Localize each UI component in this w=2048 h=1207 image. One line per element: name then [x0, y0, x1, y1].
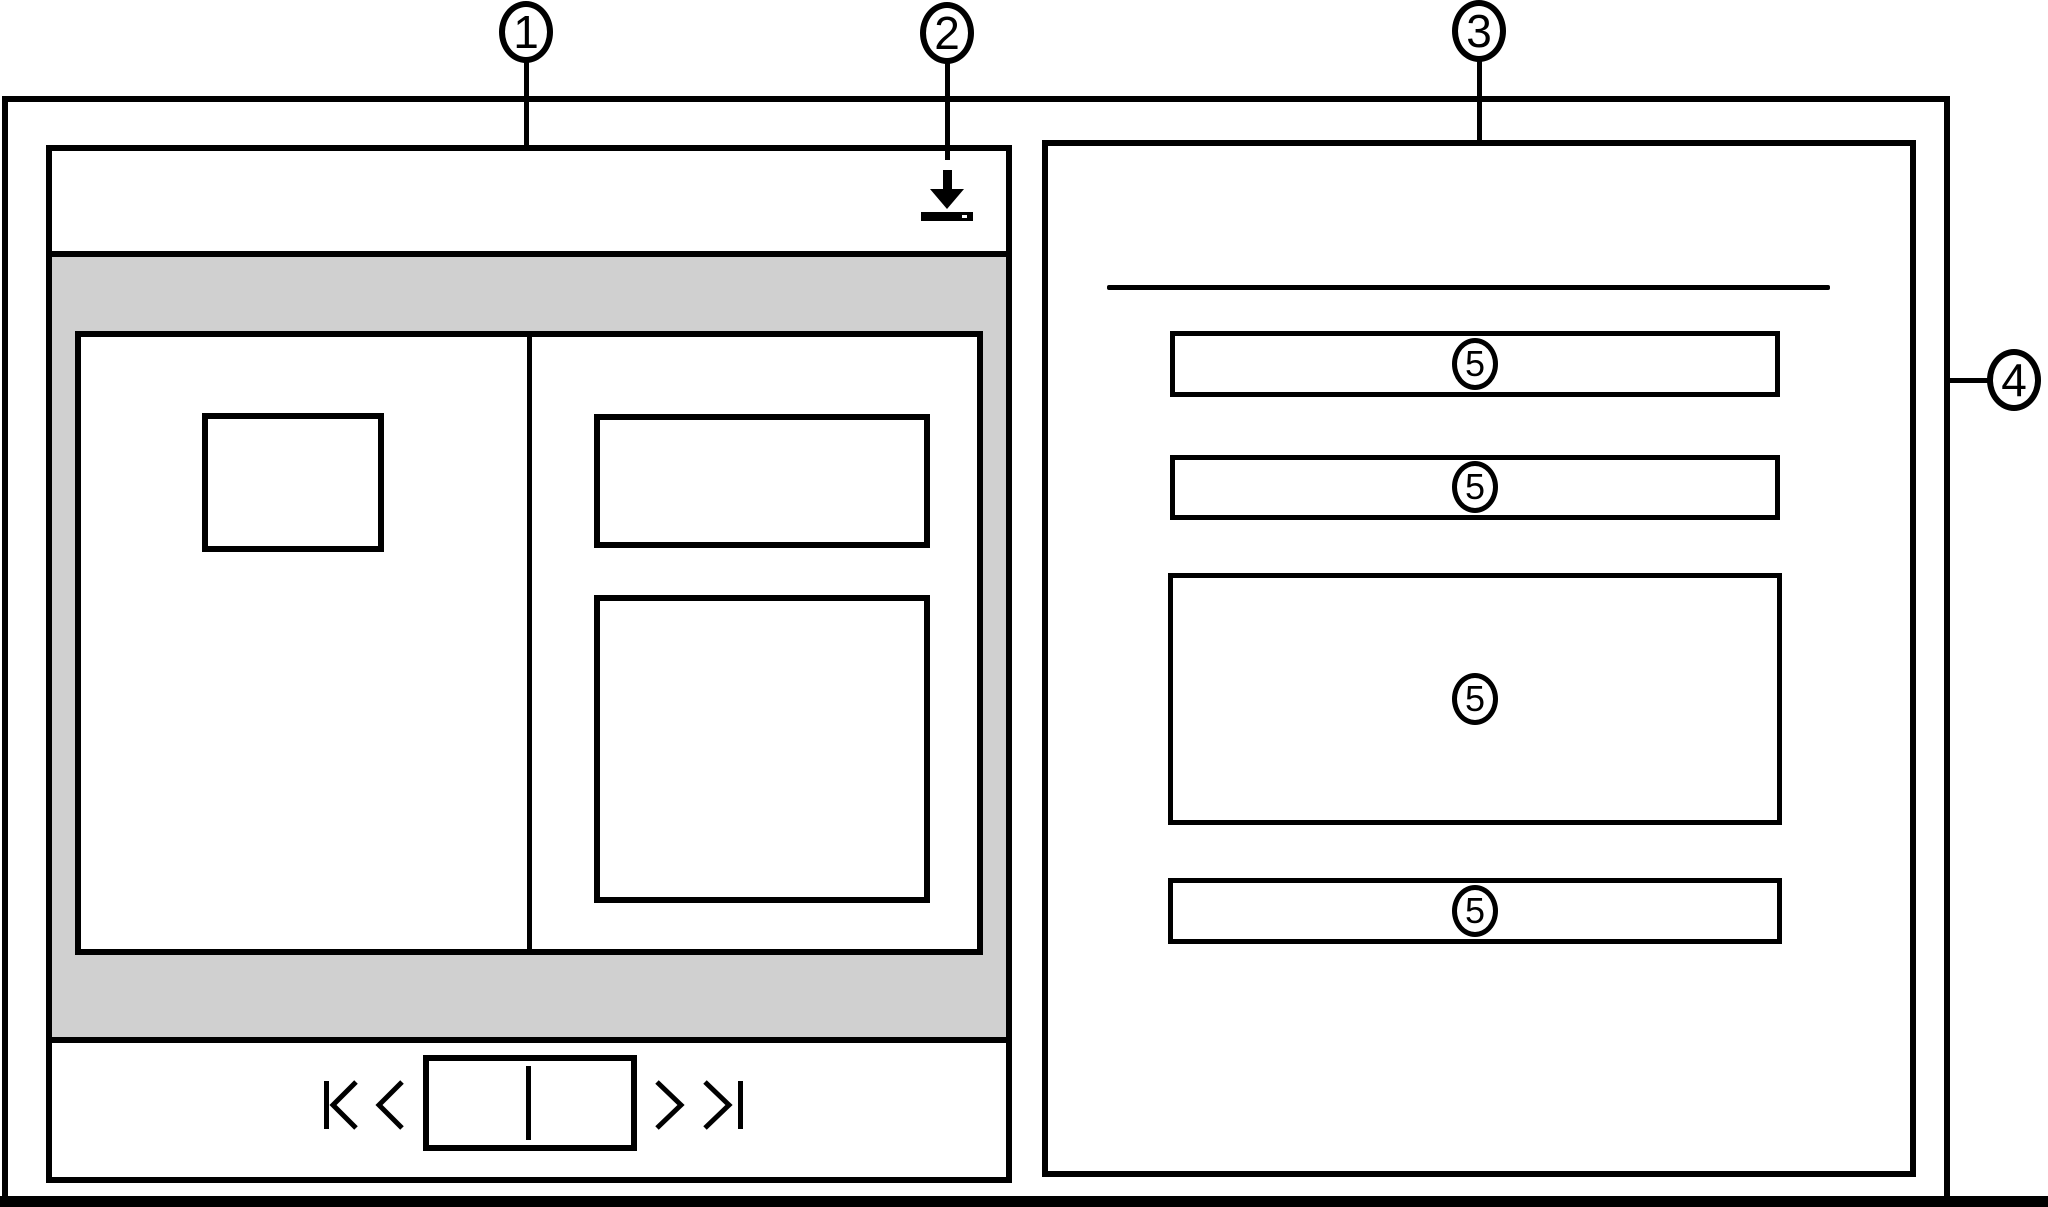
callout-3-label: 3: [1466, 5, 1492, 57]
callout-4-badge: 4: [1987, 349, 2041, 411]
first-page-button[interactable]: [315, 1075, 365, 1135]
first-page-icon: [324, 1080, 358, 1130]
callout-1-leader-line: [524, 60, 529, 146]
slider-divider-line: [526, 1066, 531, 1140]
callout-5-label: 5: [1464, 678, 1486, 719]
download-icon-stem: [943, 170, 952, 190]
prev-page-icon: [375, 1080, 404, 1130]
callout-3-badge: 3: [1452, 0, 1506, 62]
callout-5-badge-1: 5: [1452, 338, 1498, 390]
callout-5-label: 5: [1464, 466, 1486, 507]
callout-5-badge-4: 5: [1452, 885, 1498, 937]
callout-4-label: 4: [2001, 354, 2027, 406]
callout-5-badge-3: 5: [1452, 673, 1498, 725]
right-page-figure-top: [594, 414, 930, 548]
last-page-icon: [703, 1080, 743, 1130]
next-page-icon: [655, 1080, 685, 1130]
page-gutter-line: [527, 337, 532, 949]
pager-divider: [52, 1037, 1006, 1043]
download-icon-notch: [962, 215, 967, 218]
callout-5-label: 5: [1464, 890, 1486, 931]
callout-1-badge: 1: [499, 1, 553, 63]
callout-3-leader-line: [1477, 60, 1482, 142]
callout-2-badge: 2: [920, 2, 974, 64]
right-page-figure-bottom: [594, 595, 930, 903]
left-page-figure: [202, 413, 384, 552]
callout-1-label: 1: [513, 6, 539, 58]
callout-2-leader-line: [945, 61, 950, 160]
last-page-button[interactable]: [696, 1075, 752, 1135]
next-page-button[interactable]: [648, 1075, 690, 1135]
download-icon: [921, 170, 973, 221]
download-icon-tray: [921, 212, 973, 221]
viewer-toolbar: [52, 151, 1006, 251]
download-icon-arrowhead: [930, 189, 964, 209]
callout-5-badge-2: 5: [1452, 461, 1498, 513]
panel-title-rule: [1107, 285, 1830, 290]
toolbar-divider: [52, 251, 1006, 257]
download-button[interactable]: [918, 166, 976, 224]
callout-4-leader-line: [1950, 378, 1988, 383]
callout-5-label: 5: [1464, 343, 1486, 384]
prev-page-button[interactable]: [370, 1075, 412, 1135]
frame-bottom-bar: [0, 1196, 2048, 1207]
callout-2-label: 2: [934, 7, 960, 59]
